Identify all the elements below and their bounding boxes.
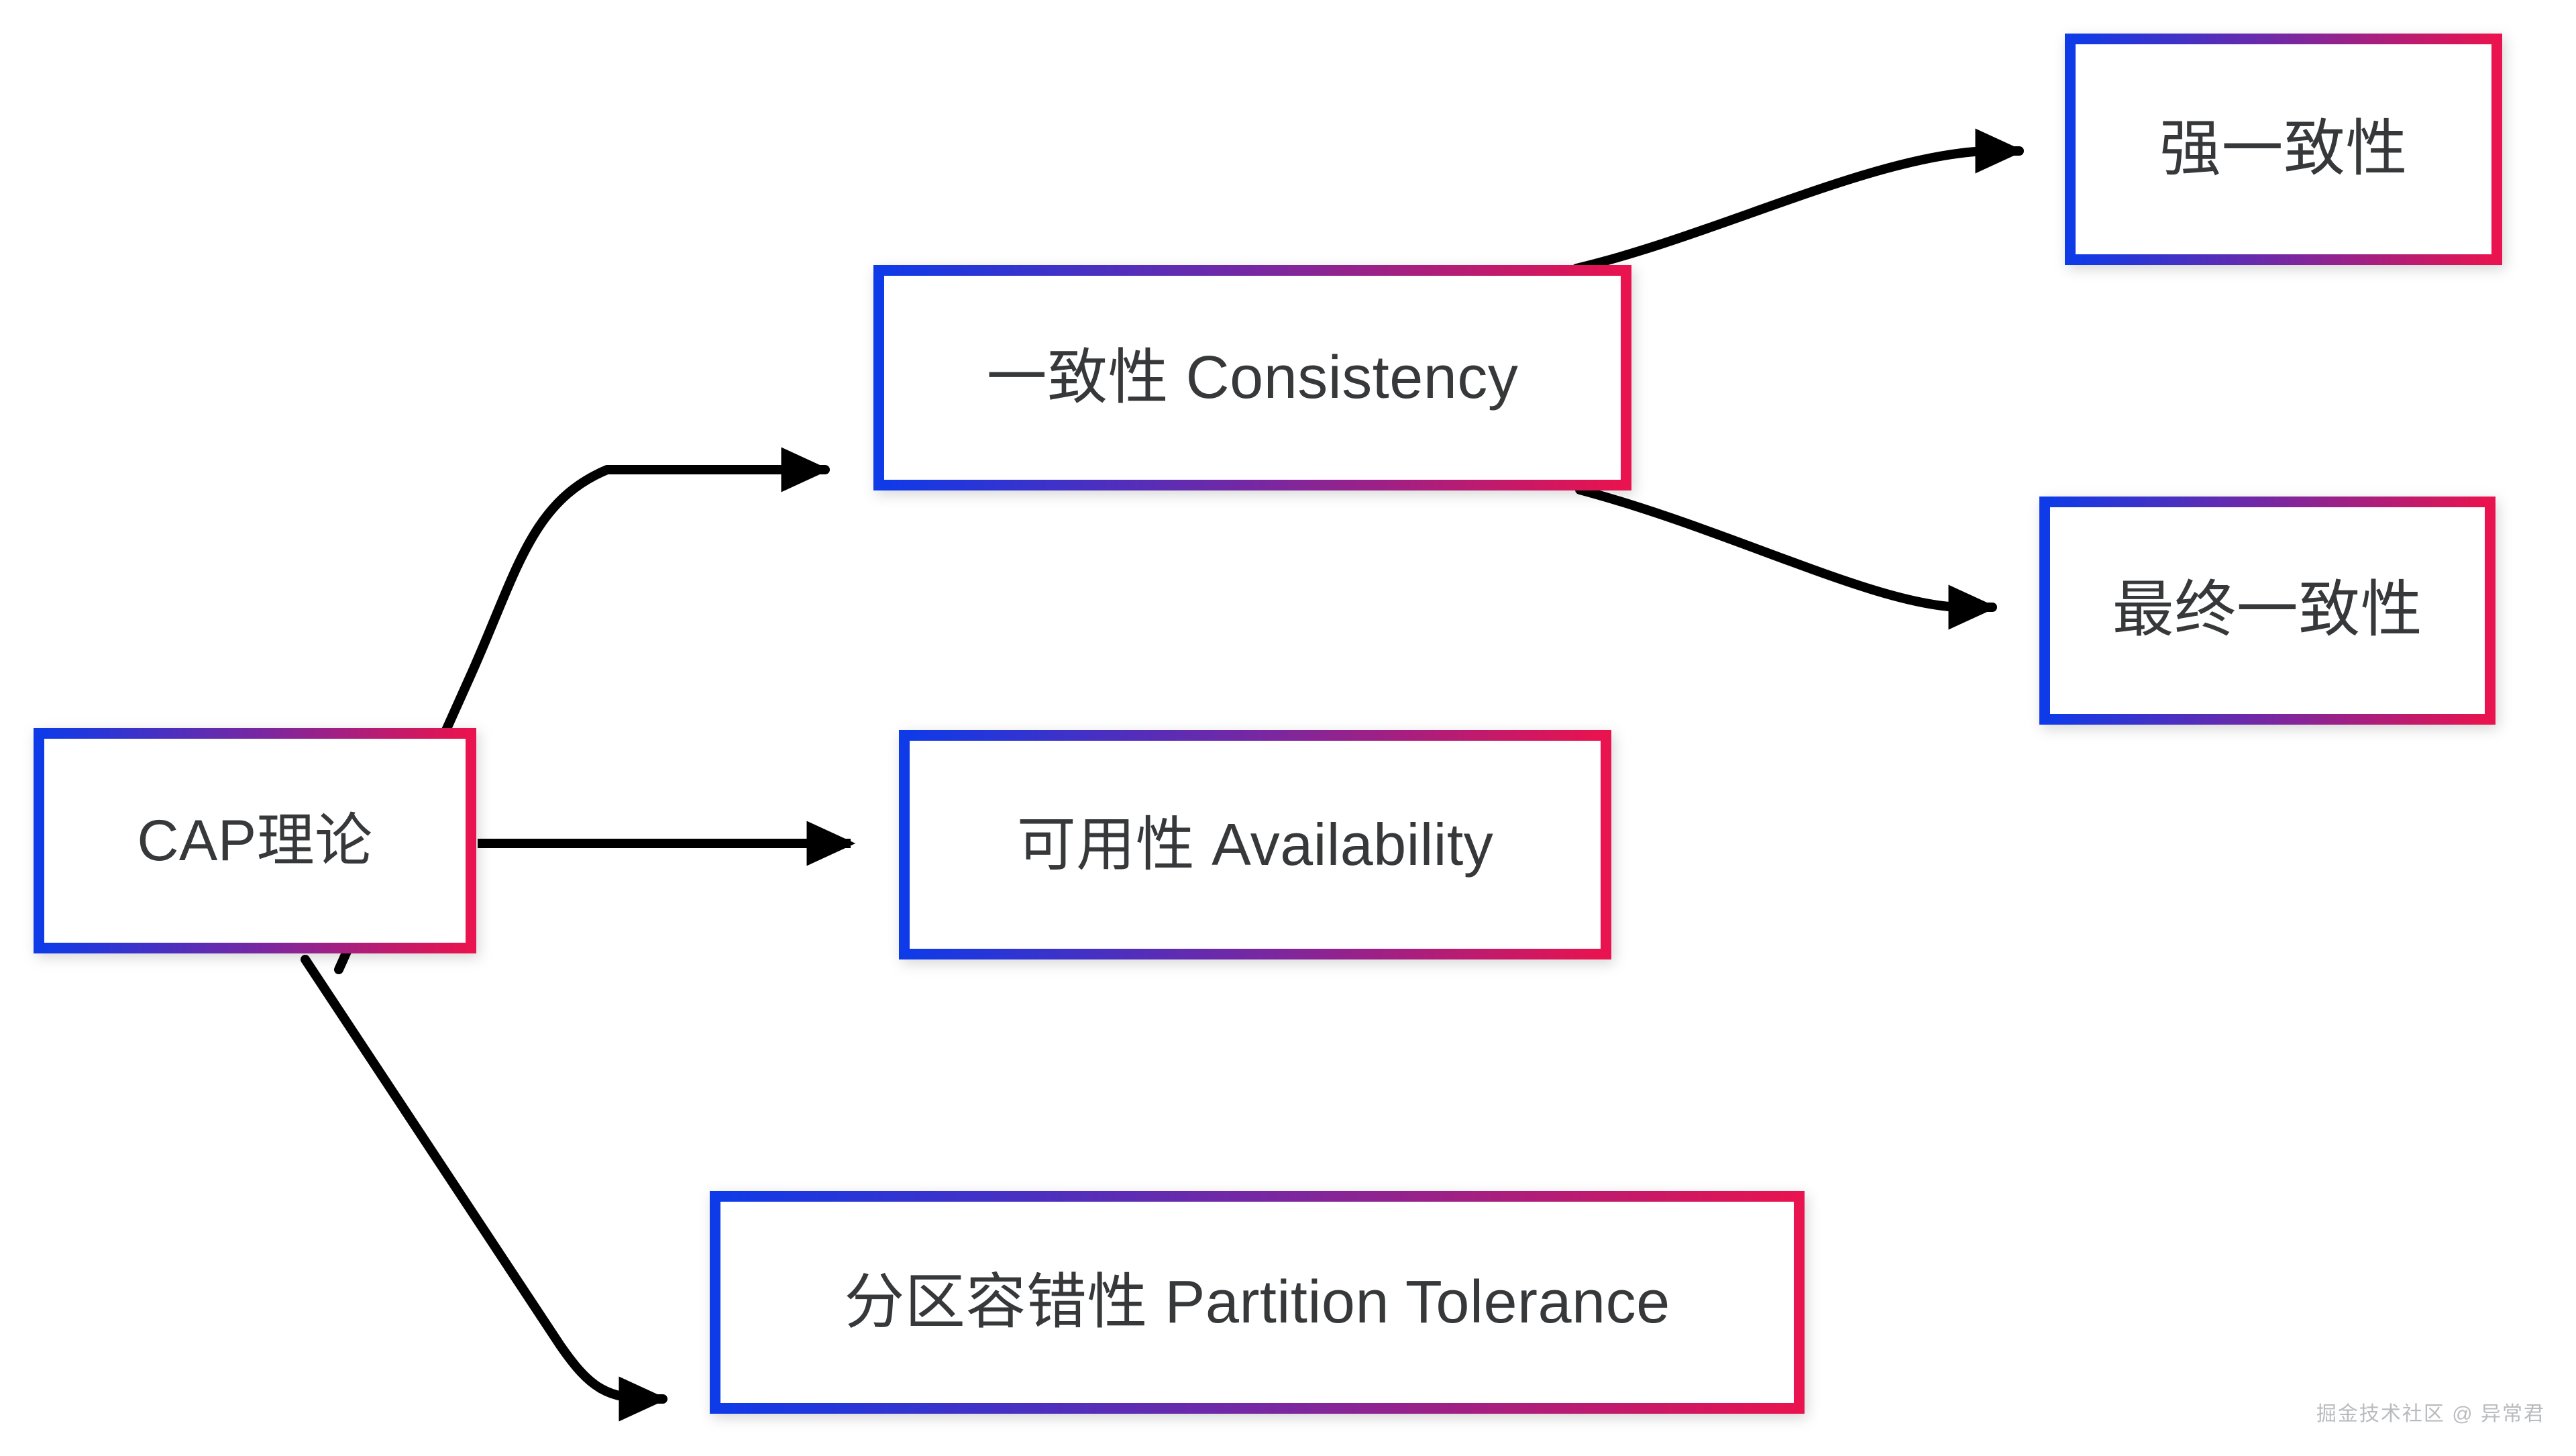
node-label: 强一致性 (2159, 114, 2408, 183)
node-availability[interactable]: 可用性 Availability (899, 730, 1611, 959)
node-consistency[interactable]: 一致性 Consistency (873, 265, 1631, 490)
edge-consistency-to-strong (1572, 128, 2025, 273)
node-partition-tolerance[interactable]: 分区容错性 Partition Tolerance (710, 1191, 1805, 1414)
node-label: 分区容错性 Partition Tolerance (844, 1268, 1670, 1336)
watermark: 掘金技术社区 @ 异常君 (2316, 1403, 2545, 1425)
node-eventual-consistency[interactable]: 最终一致性 (2039, 497, 2496, 725)
edge-consistency-to-eventual (1575, 485, 1998, 630)
edge-cap-to-partition (301, 955, 668, 1422)
node-strong-consistency[interactable]: 强一致性 (2065, 34, 2502, 265)
node-cap-theory[interactable]: CAP理论 (34, 728, 476, 953)
node-label: 最终一致性 (2112, 576, 2423, 645)
node-label: CAP理论 (137, 808, 373, 873)
node-label: 一致性 Consistency (986, 344, 1519, 411)
node-label: 可用性 Availability (1016, 811, 1494, 878)
